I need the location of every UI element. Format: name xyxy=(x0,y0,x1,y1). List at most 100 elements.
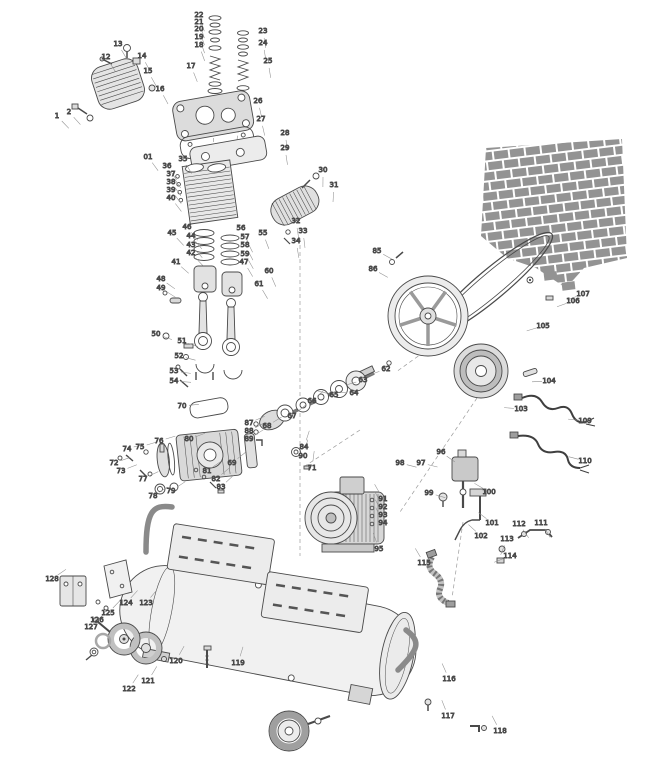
motor-platform xyxy=(260,571,369,633)
part-number-84: 84 xyxy=(300,443,309,451)
part-number-90: 90 xyxy=(299,452,308,460)
leader-line-36 xyxy=(170,171,177,181)
leader-line-60 xyxy=(271,277,277,287)
part-number-61: 61 xyxy=(255,280,264,288)
leader-line-24 xyxy=(263,49,267,60)
part-number-121: 121 xyxy=(141,677,154,685)
part-number-77: 77 xyxy=(139,475,148,483)
part-number-43: 43 xyxy=(187,241,196,249)
bearings-and-seals xyxy=(276,370,367,422)
leader-line-119 xyxy=(239,646,244,657)
leader-line-15 xyxy=(151,77,157,87)
part-number-105: 105 xyxy=(536,322,549,330)
part-number-63: 63 xyxy=(359,376,368,384)
part-number-54: 54 xyxy=(170,377,179,385)
pump-platform xyxy=(166,523,275,585)
leader-line-78 xyxy=(158,486,168,493)
crankcase-fittings xyxy=(117,421,310,495)
leader-line-128 xyxy=(57,569,67,576)
leader-line-63 xyxy=(346,381,357,386)
leader-line-21 xyxy=(200,28,205,39)
part-number-42: 42 xyxy=(187,249,196,257)
leader-line-19 xyxy=(201,43,205,54)
leader-line-46 xyxy=(191,232,199,241)
leader-line-41 xyxy=(181,266,189,274)
part-number-102: 102 xyxy=(474,532,487,540)
leader-line-77 xyxy=(149,471,159,477)
valve-stack-left xyxy=(207,15,223,94)
leader-line-17 xyxy=(193,72,198,82)
part-number-93: 93 xyxy=(379,511,388,519)
part-number-65: 65 xyxy=(330,391,339,399)
part-number-60: 60 xyxy=(265,267,274,275)
leader-line-98 xyxy=(406,464,417,468)
leader-line-20 xyxy=(200,35,205,46)
part-number-13: 13 xyxy=(114,40,123,48)
part-number-120: 120 xyxy=(169,657,182,665)
leader-line-12 xyxy=(109,62,116,72)
platform-bolt xyxy=(203,645,212,668)
part-number-17: 17 xyxy=(187,62,196,70)
leader-line-72 xyxy=(120,457,131,461)
part-number-14: 14 xyxy=(138,52,147,60)
braided-hose xyxy=(425,548,456,608)
part-number-53: 53 xyxy=(170,367,179,375)
part-number-44: 44 xyxy=(187,232,196,240)
leader-line-73 xyxy=(127,464,137,469)
leader-line-14 xyxy=(145,62,151,72)
part-number-15: 15 xyxy=(144,67,153,75)
part-number-88: 88 xyxy=(245,427,254,435)
leader-line-27 xyxy=(262,125,265,136)
leader-line-33 xyxy=(303,237,306,248)
leader-line-120 xyxy=(179,645,185,655)
leader-line-103 xyxy=(504,407,515,409)
leader-line-116 xyxy=(441,663,447,673)
leader-line-18 xyxy=(201,51,205,62)
leader-line-114 xyxy=(494,558,504,563)
flywheel xyxy=(387,275,469,357)
part-number-31: 31 xyxy=(330,181,339,189)
leader-line-13 xyxy=(121,49,127,59)
leader-line-39 xyxy=(174,195,182,204)
part-number-78: 78 xyxy=(149,492,158,500)
part-number-80: 80 xyxy=(185,435,194,443)
leader-line-97 xyxy=(427,464,438,468)
power-cables xyxy=(509,393,596,474)
leader-line-117 xyxy=(441,700,446,710)
part-number-64: 64 xyxy=(350,389,359,397)
part-number-113: 113 xyxy=(500,535,513,543)
leader-line-32 xyxy=(296,227,299,238)
part-number-100: 100 xyxy=(482,488,495,496)
leader-line-37 xyxy=(174,179,181,189)
leader-line-43 xyxy=(195,250,203,258)
part-number-51: 51 xyxy=(178,337,187,345)
unloader-fittings xyxy=(71,103,94,122)
leader-line-47 xyxy=(247,267,253,277)
part-number-66: 66 xyxy=(308,397,317,405)
leader-line-83 xyxy=(225,475,234,483)
part-number-122: 122 xyxy=(122,685,135,693)
left-handle xyxy=(143,503,175,555)
leader-line-22 xyxy=(200,21,205,32)
pulley-key xyxy=(522,368,538,377)
part-number-22: 22 xyxy=(195,11,204,19)
pistons xyxy=(162,265,243,304)
connecting-rods xyxy=(194,292,240,356)
mounting-bracket xyxy=(59,575,87,607)
leader-line-55 xyxy=(265,239,270,249)
leader-line-81 xyxy=(212,461,222,468)
belt-guard-grille xyxy=(481,139,627,301)
leader-line-31 xyxy=(332,191,334,203)
leader-line-70 xyxy=(188,404,199,406)
leader-line-71 xyxy=(312,451,315,462)
crankcase xyxy=(156,428,258,482)
part-number-125: 125 xyxy=(101,609,114,617)
part-number-91: 91 xyxy=(379,495,388,503)
leader-line-61 xyxy=(262,289,268,299)
leader-line-122 xyxy=(132,674,139,684)
leader-line-112 xyxy=(522,529,529,539)
leader-line-68 xyxy=(272,416,282,423)
part-number-52: 52 xyxy=(175,352,184,360)
cylinder-block xyxy=(175,159,239,225)
